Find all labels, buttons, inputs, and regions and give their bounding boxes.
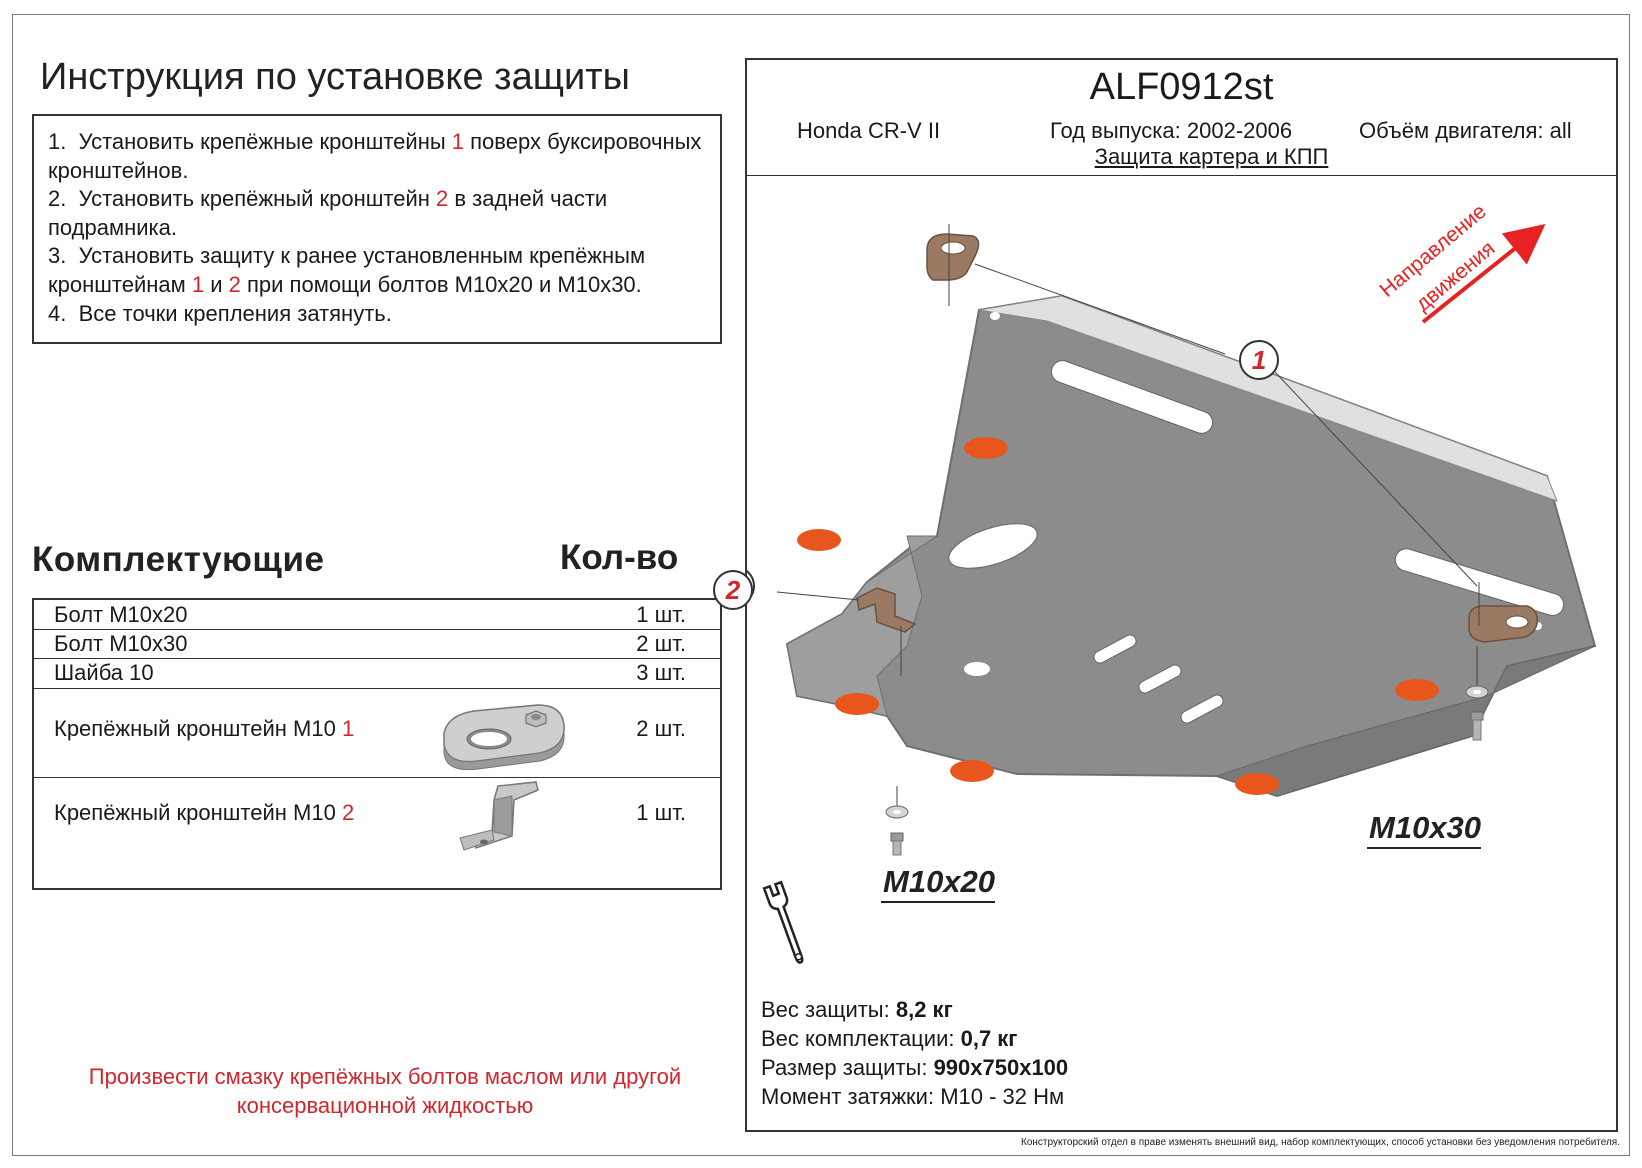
bracket-2-icon <box>459 781 539 851</box>
svg-text:2: 2 <box>725 575 741 605</box>
production-years: Год выпуска: 2002-2006 <box>1050 118 1293 143</box>
product-name: Защита картера и КПП <box>1094 144 1329 169</box>
callout-2-badge: 2 <box>713 570 753 610</box>
rubber-pads <box>797 437 1439 795</box>
kit-heading: Комплектующие <box>32 540 325 579</box>
table-row: Шайба 10 3 шт. <box>34 659 720 689</box>
bracket-1-icon <box>443 704 565 771</box>
qty-heading: Кол-во <box>560 538 679 577</box>
product-header: ALF0912st Honda CR-V II Год выпуска: 200… <box>747 60 1616 176</box>
bolt-m10x20-icon <box>885 805 909 856</box>
page-title: Инструкция по установке защиты <box>40 56 630 98</box>
lubrication-note: Произвести смазку крепёжных болтов масло… <box>88 1064 682 1118</box>
bracket-2-drawing-icon <box>856 587 917 676</box>
wrench-icon <box>762 880 804 964</box>
callout-1: 1 <box>1239 340 1279 380</box>
car-model: Honda CR-V II <box>797 118 941 143</box>
svg-text:1: 1 <box>1252 345 1266 375</box>
engine-volume: Объём двигателя: all <box>1359 118 1572 143</box>
page-frame <box>12 14 1630 1156</box>
table-row: Крепёжный кронштейн М10 1 2 шт. <box>34 689 720 778</box>
spec-kit-weight: Вес комплектации: 0,7 кг <box>761 1026 1018 1051</box>
installation-drawing: 1 M10x20 M10x30 Направление дви <box>747 200 1597 964</box>
footer-disclaimer: Конструкторский отдел в праве изменять в… <box>1021 1137 1620 1148</box>
step-3: 3. Установить защиту к ранее установленн… <box>48 243 646 297</box>
bracket-1-top-icon <box>926 224 980 306</box>
bracket-1-right-icon <box>1468 582 1539 643</box>
bolt-label-m10x20: M10x20 <box>883 864 995 899</box>
direction-arrow-icon <box>1421 224 1546 324</box>
step-1: 1. Установить крепёжные кронштейны 1 пов… <box>48 129 702 183</box>
table-row: Крепёжный кронштейн М10 2 1 шт. <box>34 778 720 888</box>
kit-table: Болт М10х20 1 шт. Болт М10х30 2 шт. Шайб… <box>32 598 722 890</box>
product-code: ALF0912st <box>1089 66 1274 108</box>
product-panel: ALF0912st Honda CR-V II Год выпуска: 200… <box>713 58 1618 1132</box>
leader-lines <box>776 263 1478 806</box>
spec-torque: Момент затяжки: М10 - 32 Нм <box>761 1084 1065 1109</box>
skid-plate <box>785 294 1597 798</box>
table-row: Болт М10х20 1 шт. <box>34 600 720 630</box>
spec-weight: Вес защиты: 8,2 кг <box>761 997 953 1022</box>
bolt-label-m10x30: M10x30 <box>1369 810 1481 845</box>
instruction-steps: 1. Установить крепёжные кронштейны 1 пов… <box>32 114 722 344</box>
step-2: 2. Установить крепёжный кронштейн 2 в за… <box>48 186 608 240</box>
table-row: Болт М10х30 2 шт. <box>34 630 720 659</box>
spec-size: Размер защиты: 990х750х100 <box>761 1055 1069 1080</box>
specs: Вес защиты: 8,2 кг Вес комплектации: 0,7… <box>761 995 1068 1111</box>
bolt-m10x30-icon <box>1465 685 1489 741</box>
step-4: 4. Все точки крепления затянуть. <box>48 300 392 326</box>
